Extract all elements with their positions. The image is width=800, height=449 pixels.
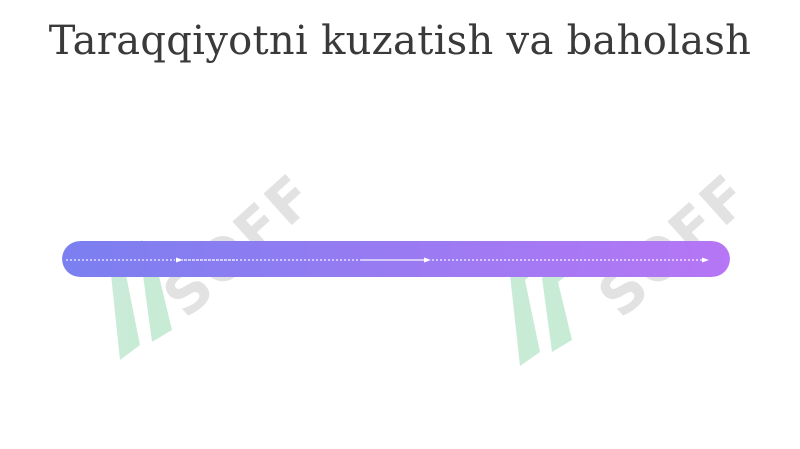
timeline-bar — [62, 241, 730, 277]
timeline-arrow-icon — [176, 257, 183, 263]
watermark-right: SOFF — [505, 90, 785, 380]
watermark-logo-icon — [510, 250, 583, 366]
timeline-track — [62, 241, 730, 277]
watermark-logo-icon — [110, 240, 183, 360]
timeline-arrow-icon — [424, 257, 431, 263]
timeline-graphic — [62, 241, 730, 277]
slide-title: Taraqqiyotni kuzatish va baholash — [48, 18, 752, 64]
timeline-arrow-icon — [702, 257, 709, 263]
watermark-left: SOFF — [80, 90, 340, 380]
